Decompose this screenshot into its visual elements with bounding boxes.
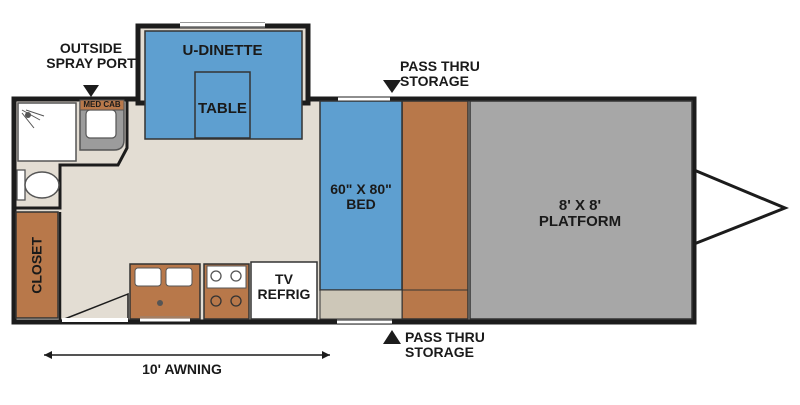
- dinette-table: [194, 71, 251, 139]
- platform-area: [469, 100, 693, 320]
- platform-label: 8' X 8' PLATFORM: [538, 197, 622, 230]
- toilet-tank: [16, 169, 26, 201]
- spray-port-arrow: [83, 85, 99, 97]
- bed-base: [319, 289, 403, 320]
- bed-label: 60" X 80" BED: [330, 181, 392, 212]
- tv-refrig-label: TV REFRIG: [257, 271, 311, 302]
- hitch: [693, 168, 789, 246]
- entry-door: [61, 292, 129, 321]
- bathroom-wall: [14, 101, 129, 210]
- med-cab-label: MED CAB: [83, 100, 121, 109]
- bed: [319, 100, 403, 291]
- table-label: TABLE: [198, 100, 247, 117]
- pass-thru-storage: [401, 100, 469, 320]
- u-dinette-label: U-DINETTE: [182, 42, 263, 59]
- outside-spray-port-label: OUTSIDE SPRAY PORT: [46, 40, 136, 71]
- pass-thru-bottom-arrow: [383, 330, 401, 344]
- awning-label: 10' AWNING: [142, 361, 222, 377]
- tv-refrig: [250, 261, 318, 320]
- pass-thru-top-arrow: [383, 80, 401, 93]
- toilet-bowl: [24, 171, 60, 199]
- closet-label: CLOSET: [28, 236, 45, 294]
- closet: [15, 211, 59, 319]
- shower: [17, 102, 77, 162]
- pass-thru-storage-top-label: PASS THRU STORAGE: [400, 58, 480, 89]
- pass-thru-storage-bottom-label: PASS THRU STORAGE: [405, 329, 485, 360]
- med-cab: [79, 99, 125, 111]
